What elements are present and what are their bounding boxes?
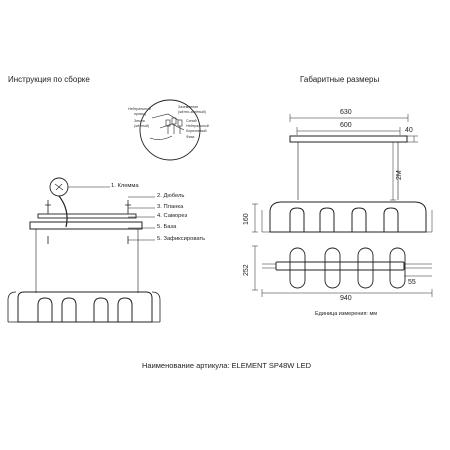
- article-name: Наименование артикула: ELEMENT SP48W LED: [142, 361, 312, 370]
- detail-callout-left-4: (жёлтый): [134, 124, 150, 128]
- detail-callout-right-5: Коричневый: [186, 129, 207, 133]
- dimension-cable-length: 2M: [396, 170, 403, 180]
- detail-callout-left-3: Земля: [134, 119, 145, 123]
- part-label-bracket: 3. Планка: [157, 204, 184, 210]
- assembly-instructions-heading: Инструкция по сборке: [8, 75, 90, 84]
- dimension-end-offset: 55: [408, 279, 416, 286]
- part-label-base: 5. База: [157, 224, 177, 230]
- detail-callout-right-4: Нейтральный: [186, 124, 209, 128]
- part-label-fix: 5. Зафиксировать: [157, 236, 206, 242]
- detail-callout-right-2: (жёлто-зелёный): [178, 110, 206, 114]
- dimension-total-length: 940: [340, 295, 352, 302]
- wiring-detail-circle: [139, 99, 201, 161]
- dimension-inner-width: 600: [340, 122, 352, 129]
- detail-callout-left-2: провод: [134, 112, 146, 116]
- dimension-top-width: 630: [340, 109, 352, 116]
- dimension-plate-height: 40: [405, 127, 413, 134]
- detail-callout-left-1: Нейтральный: [128, 107, 151, 111]
- dimension-depth: 252: [243, 264, 250, 276]
- detail-callout-right-3: Синий: [186, 119, 197, 123]
- dimension-body-height: 160: [243, 213, 250, 225]
- part-label-dowel: 2. Дюбель: [157, 193, 185, 199]
- detail-callout-right-1: Заземление: [178, 105, 199, 109]
- detail-callout-right-6: Фаза: [186, 135, 195, 139]
- overall-dimensions-heading: Габаритные размеры: [300, 75, 380, 84]
- part-label-terminal: 1. Клемма: [111, 183, 139, 189]
- part-label-screw: 4. Саморез: [157, 213, 188, 219]
- units-note: Единица измерения: мм: [315, 311, 378, 317]
